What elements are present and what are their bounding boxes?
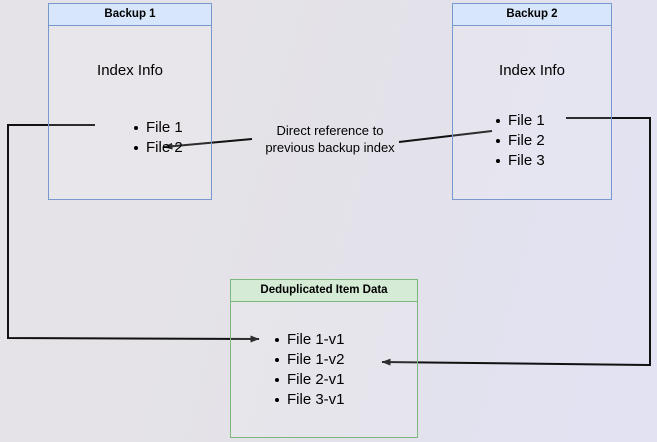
node-backup-1[interactable]: Backup 1 Index Info File 1 File 2 xyxy=(48,3,212,200)
node-backup-2-header: Backup 2 xyxy=(453,4,611,26)
backup-2-file-list: File 1 File 2 File 3 xyxy=(495,111,545,171)
list-item: File 2 xyxy=(495,131,545,151)
list-item: File 1-v2 xyxy=(274,350,345,370)
backup-1-file-list: File 1 File 2 xyxy=(133,118,183,158)
node-deduplicated-body: File 1-v1 File 1-v2 File 2-v1 File 3-v1 xyxy=(231,302,417,437)
list-item: File 1-v1 xyxy=(274,330,345,350)
deduplicated-file-list: File 1-v1 File 1-v2 File 2-v1 File 3-v1 xyxy=(274,330,345,410)
list-item: File 2 xyxy=(133,138,183,158)
list-item: File 2-v1 xyxy=(274,370,345,390)
node-backup-1-header: Backup 1 xyxy=(49,4,211,26)
list-item: File 3 xyxy=(495,151,545,171)
list-item: File 1 xyxy=(133,118,183,138)
node-backup-1-body: Index Info File 1 File 2 xyxy=(49,26,211,199)
list-item: File 1 xyxy=(495,111,545,131)
list-item: File 3-v1 xyxy=(274,390,345,410)
edge-label-direct-reference: Direct reference to previous backup inde… xyxy=(265,123,395,155)
backup-1-index-info-label: Index Info xyxy=(97,62,163,79)
node-backup-2-body: Index Info File 1 File 2 File 3 xyxy=(453,26,611,199)
node-deduplicated-header: Deduplicated Item Data xyxy=(231,280,417,302)
node-deduplicated-item-data[interactable]: Deduplicated Item Data File 1-v1 File 1-… xyxy=(230,279,418,438)
node-backup-2[interactable]: Backup 2 Index Info File 1 File 2 File 3 xyxy=(452,3,612,200)
backup-2-index-info-label: Index Info xyxy=(499,62,565,79)
